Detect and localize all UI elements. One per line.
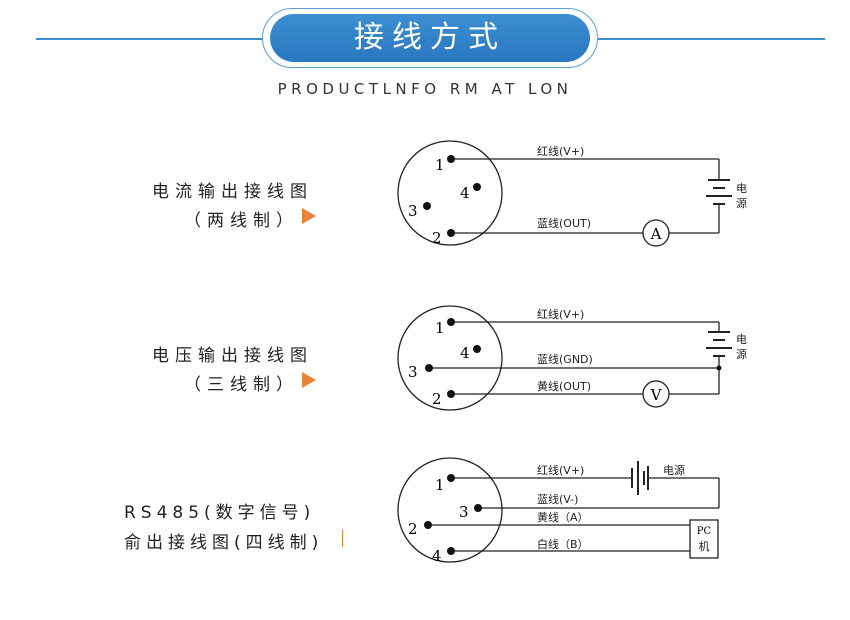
section3-label-line2: 俞出接线图(四线制)	[124, 533, 324, 553]
pin-number: 1	[435, 476, 445, 494]
pc-box	[689, 519, 719, 559]
pin-number: 3	[408, 202, 418, 220]
voltmeter-circle	[642, 380, 670, 408]
voltmeter-label: V	[650, 386, 663, 404]
section2-label-line2: （三线制）	[184, 375, 299, 395]
power-label: 源	[736, 347, 747, 361]
wire-label-white: 白线（B）	[537, 537, 589, 551]
pin-number: 2	[432, 229, 442, 247]
page-title: 接线方式	[270, 14, 590, 62]
connector-circle	[397, 457, 503, 563]
pin-number: 1	[435, 156, 445, 174]
header-divider-left	[36, 38, 270, 40]
power-label: 电源	[663, 463, 685, 477]
wire-label-yellow: 黄线（A）	[537, 510, 589, 524]
ammeter-circle	[642, 219, 670, 247]
arrow-fragment-icon	[342, 530, 343, 547]
wire-label-yellow: 黄线(OUT)	[537, 379, 591, 393]
section1-label-line1: 电流输出接线图	[152, 182, 313, 202]
wire-label-red: 红线(V+)	[537, 144, 584, 158]
pin-number: 2	[432, 390, 442, 408]
power-label: 电	[736, 182, 747, 195]
wire-label-blue: 蓝线(OUT)	[537, 216, 591, 230]
section1-label-line2: （两线制）	[184, 211, 299, 231]
section2-label-line1: 电压输出接线图	[152, 346, 313, 366]
header-divider-right	[596, 38, 825, 40]
wire-label-red: 红线(V+)	[537, 307, 584, 321]
play-arrow-icon	[302, 372, 316, 388]
power-label: 电	[736, 333, 747, 346]
pin-number: 4	[432, 547, 442, 565]
connector-circle	[397, 140, 503, 246]
page-subtitle: PRODUCTLNFO RM AT LON	[277, 80, 573, 98]
section3-label-line1: RS485(数字信号)	[124, 503, 316, 523]
pc-label: PC	[697, 526, 712, 537]
power-label: 源	[736, 196, 747, 210]
wire-label-blue: 蓝线(V-)	[537, 492, 578, 506]
pin-number: 4	[460, 344, 470, 362]
pc-label: 机	[699, 539, 710, 553]
wire-label-red: 红线(V+)	[537, 463, 584, 477]
wiring-diagrams: 1 2 3 4 1 2 3 4 1 2 3 4 红线(V+) 蓝线(OUT) 红…	[397, 140, 747, 565]
pin-number: 3	[408, 363, 418, 381]
play-arrow-icon	[302, 208, 316, 224]
wire-label-blue: 蓝线(GND)	[537, 352, 593, 366]
ammeter-label: A	[650, 225, 662, 243]
pin-number: 1	[435, 319, 445, 337]
pin-number: 4	[460, 184, 470, 202]
pin-number: 2	[408, 520, 418, 538]
connector-circle	[397, 305, 503, 411]
pin-number: 3	[459, 503, 469, 521]
